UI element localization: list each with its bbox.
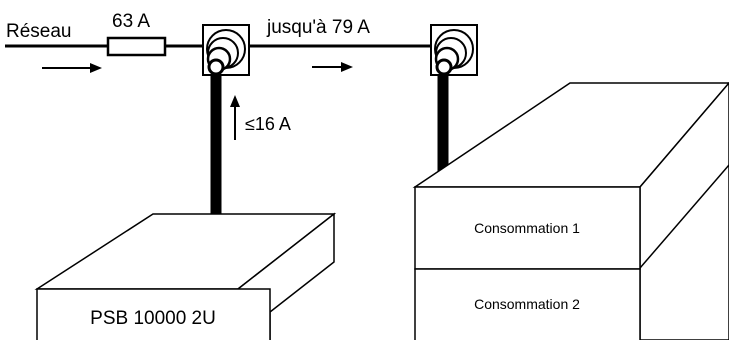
psb-device: [34, 212, 337, 340]
load-devices: [412, 81, 729, 340]
fuse-rating-label: 63 A: [112, 11, 150, 32]
load-2-label: Consommation 2: [474, 296, 580, 312]
load-box-2: [414, 268, 641, 340]
flow-arrow-load: [312, 62, 353, 72]
feed-current-label: ≤16 A: [245, 114, 291, 134]
fuse-symbol: [106, 36, 167, 57]
line-current-label: jusqu'à 79 A: [266, 17, 370, 38]
load-box-1: [414, 186, 641, 270]
psb-label: PSB 10000 2U: [90, 308, 216, 329]
grid-label: Réseau: [6, 21, 72, 42]
load-1-label: Consommation 1: [474, 220, 580, 236]
flow-arrow-grid: [42, 63, 102, 73]
connector-load: [430, 24, 478, 76]
connector-psb: [202, 24, 250, 76]
flow-arrow-feed: [230, 95, 240, 140]
